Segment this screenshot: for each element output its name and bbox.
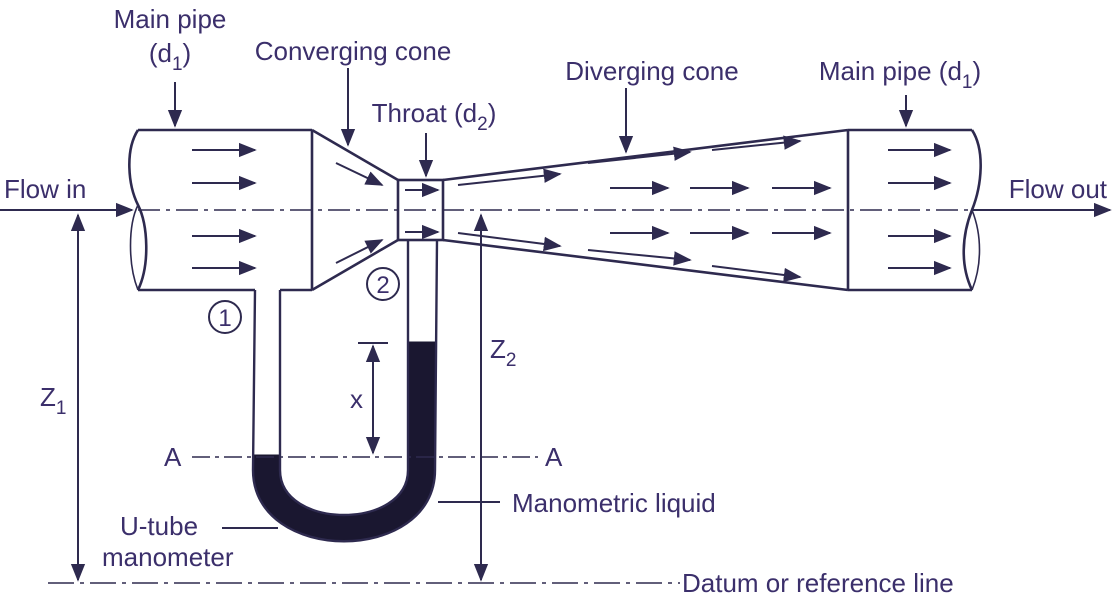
a-right-label: A [545,442,563,472]
left-limb-inner [278,240,410,517]
dimension-lines [70,213,489,582]
manometric-liquid-label: Manometric liquid [512,488,716,518]
section-1-circle [208,300,242,334]
a-left-label: A [164,442,182,472]
section-2-label: 2 [376,272,389,299]
u-tube-manometer [251,239,439,543]
converging-cone-label: Converging cone [255,36,452,66]
diverging-cone-label: Diverging cone [565,56,738,86]
flow-out-label: Flow out [1009,174,1108,204]
section-1-label: 1 [218,305,231,332]
pointer-arrows [167,68,914,178]
diverging-arrow [711,265,802,283]
diverging-arrow [587,146,692,164]
left-limb-outer [251,239,439,543]
diverging-arrow [587,249,692,266]
diverging-cone-bottom [442,238,849,292]
flow-in-label: Flow in [4,174,86,204]
datum-label: Datum or reference line [682,568,954,598]
main-pipe-right-label: Main pipe (d1) [819,56,981,93]
diverging-arrow [457,168,562,186]
flow-arrows [0,135,1112,283]
converging-cone-top [311,128,399,182]
section-2-circle [366,267,400,301]
z1-label: Z1 [40,382,66,419]
diverging-arrow [711,135,802,151]
main-pipe-left-diameter: (d1) [149,38,191,75]
converging-cone-bottom [311,238,399,292]
converging-arrow [335,239,384,264]
manometer-label: manometer [102,542,234,572]
x-label: x [350,384,363,414]
right-pipe-break [971,209,981,291]
left-pipe-break [129,204,139,291]
u-tube-label: U-tube [120,511,198,541]
diverging-cone-top [442,128,849,182]
converging-arrow [335,162,384,186]
z2-label: Z2 [490,334,516,371]
throat-label: Throat (d2) [372,98,497,135]
main-pipe-left-label: Main pipe [114,4,227,34]
